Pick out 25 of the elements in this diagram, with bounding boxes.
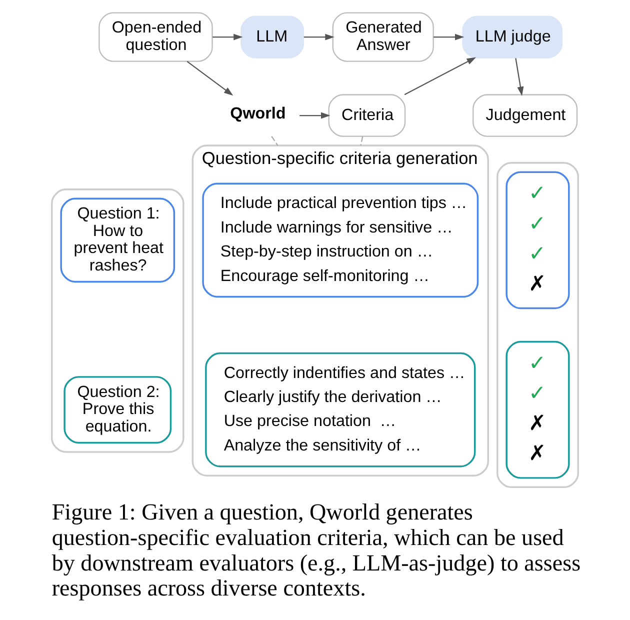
node-box: LLM judge bbox=[462, 16, 563, 58]
caption: Figure 1: Given a question, Qworld generates question-specific evaluation criteria, which can be used by downstream evaluators (e.g., LLM-as-judge) to assess responses across diverse contexts. bbox=[52, 498, 581, 601]
connector bbox=[271, 136, 278, 146]
cluster bbox=[496, 162, 580, 488]
node-box: Question 1: How to prevent heat rashes? bbox=[60, 198, 176, 283]
cluster bbox=[50, 188, 184, 453]
node-text: Qworld bbox=[230, 104, 286, 123]
node-box: Open-ended question bbox=[98, 12, 213, 62]
arrow bbox=[300, 112, 330, 119]
arrow bbox=[515, 58, 524, 96]
node-box: Criteria bbox=[328, 94, 406, 137]
node-box: Judgement bbox=[472, 94, 578, 137]
node-box: ✓ ✓ ✗ ✗ bbox=[506, 340, 570, 479]
connector bbox=[360, 136, 364, 146]
node-box: ✓ ✓ ✓ ✗ bbox=[506, 171, 570, 310]
node-box: Generated Answer bbox=[332, 12, 434, 62]
arrow bbox=[186, 61, 234, 96]
arrow bbox=[404, 57, 476, 96]
node-box: Correctly indentifies and states … Clearly justify the derivation … Use precise notation … Analyze the sensitivity of … bbox=[205, 352, 476, 468]
node-box: Include practical prevention tips … Include warnings for sensitive … Step-by-step instruction on … Encourage self-monitoring … bbox=[202, 182, 479, 298]
arrow bbox=[304, 34, 334, 40]
node-box: Question 2: Prove this equation. bbox=[64, 376, 172, 444]
arrow bbox=[212, 34, 243, 40]
node-box: LLM bbox=[240, 16, 304, 58]
arrow bbox=[434, 34, 464, 40]
